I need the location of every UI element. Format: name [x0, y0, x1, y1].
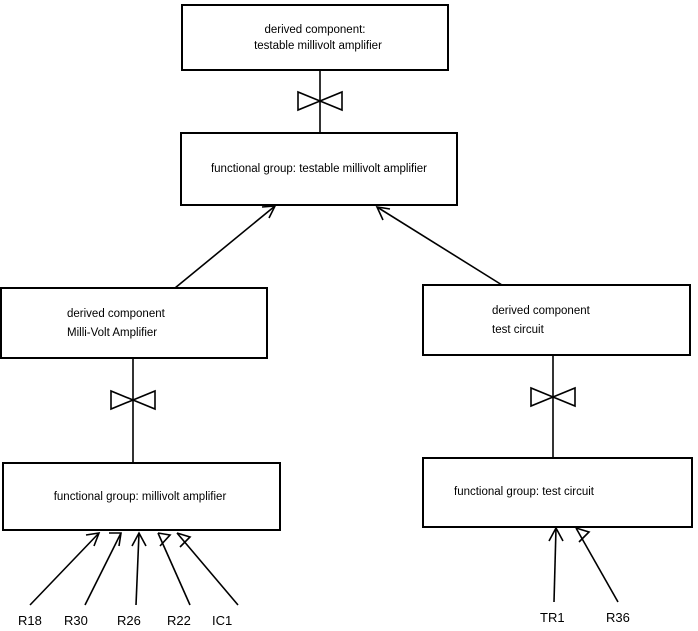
arrow-head-icon [176, 532, 192, 548]
node-derived-component-testable-mv-amp[interactable]: derived component: testable millivolt am… [181, 4, 449, 71]
node-box[interactable] [422, 457, 693, 528]
node-functional-group-test-circuit[interactable]: functional group: test circuit [422, 457, 693, 528]
node-box[interactable] [0, 287, 268, 359]
bowtie-left-icon [110, 389, 156, 411]
leaf-label-r30: R30 [64, 613, 88, 628]
edge-r18 [29, 531, 101, 606]
edge-r26 [131, 531, 147, 606]
edge-r30 [84, 532, 122, 606]
edge-ic1 [176, 532, 239, 606]
arrow-head-icon [85, 531, 101, 547]
connector-line [157, 532, 191, 606]
connector-line [575, 527, 619, 603]
node-box[interactable] [180, 132, 458, 206]
leaf-label-r22: R22 [167, 613, 191, 628]
node-label-line-1: derived component [492, 305, 591, 317]
node-derived-component-mv-amp[interactable]: derived component Milli-Volt Amplifier [0, 287, 268, 359]
bowtie-top-icon [297, 90, 343, 112]
connector-line [135, 532, 140, 606]
leaf-label-r18: R18 [18, 613, 42, 628]
connector-line [376, 206, 503, 286]
node-label-line-1: derived component: [264, 24, 365, 36]
arrow-head-icon [109, 532, 122, 547]
node-label-line-2: Milli-Volt Amplifier [67, 327, 157, 339]
node-label-line-2: testable millivolt amplifier [254, 40, 382, 52]
leaf-label-r36: R36 [606, 610, 630, 625]
bowtie-right-icon [530, 386, 576, 408]
node-label-line-1: functional group: millivolt amplifier [54, 491, 227, 503]
node-label-line-1: derived component [67, 308, 166, 320]
leaf-label-r26: R26 [117, 613, 141, 628]
leaf-label-tr1: TR1 [540, 610, 565, 625]
arrow-head-icon [375, 205, 391, 221]
node-label-line-1: functional group: testable millivolt amp… [211, 163, 427, 175]
edge-tr1 [548, 526, 564, 603]
edge-r22 [157, 532, 191, 606]
node-label-line-2: test circuit [492, 324, 545, 336]
edge-dcmv-to-fgtest [174, 205, 277, 289]
edge-r36 [575, 527, 619, 603]
connector-line [174, 205, 276, 289]
connector-line [84, 532, 122, 606]
node-functional-group-mv-amp[interactable]: functional group: millivolt amplifier [2, 462, 281, 531]
connector-line [176, 532, 239, 606]
edge-dctest-to-fgtest [375, 205, 503, 286]
node-functional-group-testable-mv-amp[interactable]: functional group: testable millivolt amp… [180, 132, 458, 206]
arrow-head-icon [157, 532, 172, 547]
leaf-label-ic1: IC1 [212, 613, 232, 628]
arrow-head-icon [575, 527, 591, 543]
node-box[interactable] [181, 4, 449, 71]
node-derived-component-test-circuit[interactable]: derived component test circuit [422, 284, 691, 356]
arrow-head-icon [131, 531, 147, 547]
node-box[interactable] [2, 462, 281, 531]
connector-line [553, 527, 557, 603]
connector-line [29, 532, 100, 606]
node-label-line-1: functional group: test circuit [454, 486, 595, 498]
node-box[interactable] [422, 284, 691, 356]
